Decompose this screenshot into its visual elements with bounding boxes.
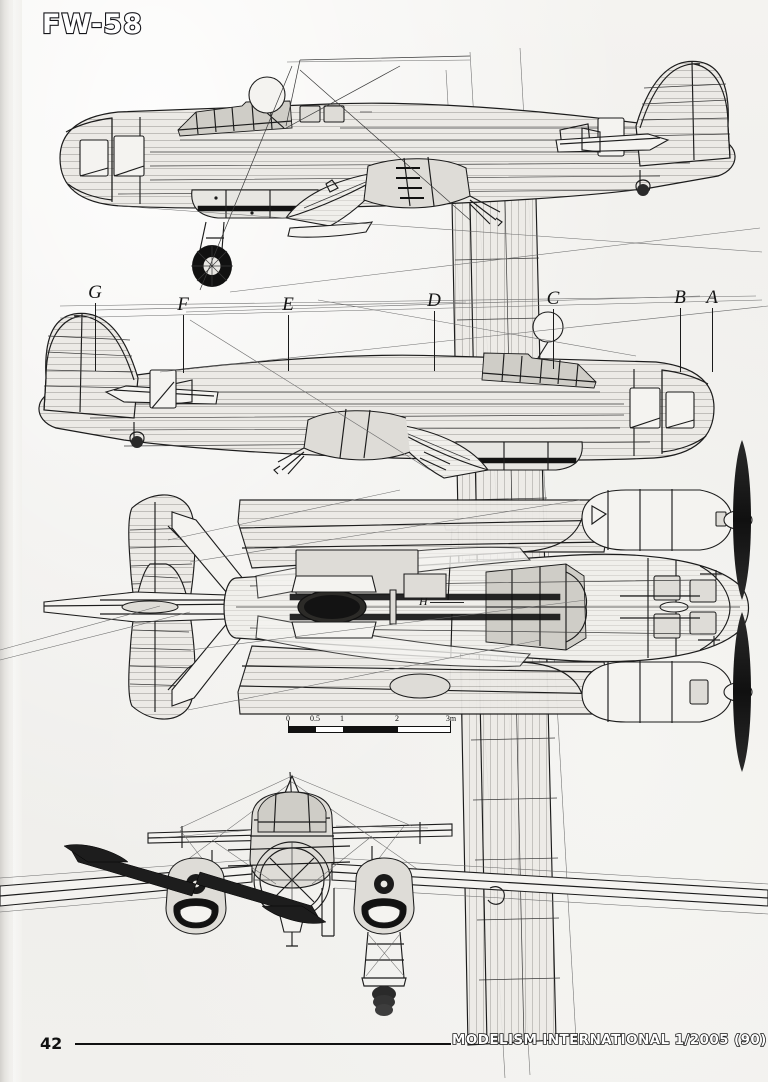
scale-tick-label-0: 0 (286, 714, 290, 723)
page-title: FW-58 (41, 9, 143, 40)
scale-tick-3 (450, 721, 451, 727)
scale-bar-segment-2 (343, 727, 398, 732)
scale-bar-track (288, 726, 451, 733)
callout-label-C: C (546, 288, 560, 309)
center-ribbed-wing-band (451, 197, 561, 1046)
construction-guide-lines (0, 295, 757, 661)
scan-edge-shadow (0, 0, 13, 1082)
scale-bar-segment-1 (289, 727, 316, 732)
callout-label-A: A (706, 287, 718, 308)
callout-label-D: D (427, 290, 441, 311)
scan-edge-shadow-2 (13, 0, 22, 1082)
callout-leader-B (680, 308, 682, 372)
callout-leader-A (712, 308, 714, 372)
side-profile-view-lower (38, 299, 768, 479)
callout-leader-E (288, 315, 290, 371)
footer-credit: MODELISM INTERNATIONAL 1/2005 (90) (451, 1031, 767, 1049)
scale-tick-label-1: 1 (340, 714, 344, 723)
callout-label-E: E (282, 294, 294, 315)
scale-tick-label-3m: 3m (445, 714, 457, 723)
scale-tick-label-2: 2 (395, 714, 399, 723)
callout-leader-H (430, 602, 464, 604)
background-diagonal-wing (286, 47, 577, 1079)
scale-tick-label-0.5: 0.5 (310, 714, 320, 723)
page-number: 42 (40, 1034, 63, 1053)
scale-tick-0 (288, 721, 289, 727)
callout-leader-F (183, 315, 185, 373)
side-profile-view-upper (59, 55, 763, 293)
callout-leader-C (553, 309, 555, 369)
callout-label-G: G (88, 282, 102, 303)
front-view (0, 771, 768, 1016)
callout-leader-D (434, 311, 436, 371)
callout-label-B: B (674, 287, 686, 308)
footer-divider (75, 1043, 451, 1045)
callout-label-H: H (419, 594, 428, 608)
callout-label-F: F (177, 294, 189, 315)
callout-leader-G (95, 303, 97, 371)
